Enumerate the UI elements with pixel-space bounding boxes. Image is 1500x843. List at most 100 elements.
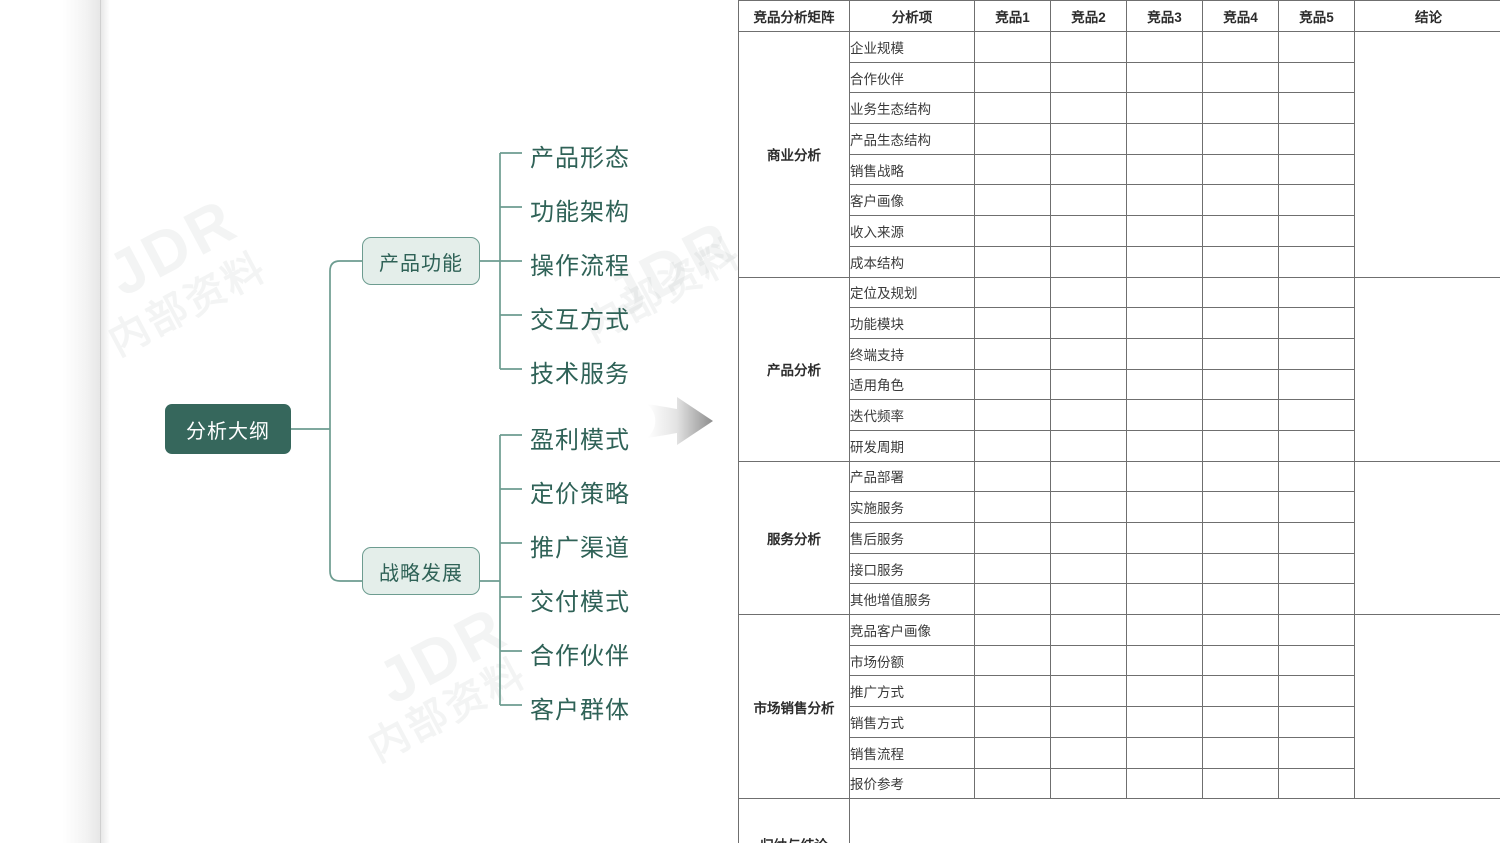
table-competitor-cell[interactable] [1202,429,1279,462]
mindmap-branch-strategy-development[interactable]: 战略发展 [362,547,480,595]
table-competitor-cell[interactable] [1126,460,1203,493]
table-competitor-cell[interactable] [1050,460,1127,493]
table-competitor-cell[interactable] [1278,31,1355,63]
table-competitor-cell[interactable] [1278,61,1355,94]
table-competitor-cell[interactable] [1202,307,1279,339]
table-competitor-cell[interactable] [1050,215,1127,247]
table-competitor-cell[interactable] [1278,153,1355,186]
table-competitor-cell[interactable] [1126,61,1203,94]
table-competitor-cell[interactable] [1126,614,1203,646]
table-competitor-cell[interactable] [1278,245,1355,278]
mindmap-leaf[interactable]: 合作伙伴 [530,643,630,670]
table-competitor-cell[interactable] [1278,583,1355,616]
table-competitor-cell[interactable] [974,644,1051,677]
table-competitor-cell[interactable] [1050,123,1127,155]
table-competitor-cell[interactable] [1202,552,1279,585]
table-competitor-cell[interactable] [974,215,1051,247]
mindmap-root-node[interactable]: 分析大纲 [165,404,291,454]
table-competitor-cell[interactable] [974,307,1051,339]
table-competitor-cell[interactable] [1050,31,1127,63]
table-competitor-cell[interactable] [1278,307,1355,339]
table-competitor-cell[interactable] [1278,644,1355,677]
table-competitor-cell[interactable] [1202,337,1279,370]
table-competitor-cell[interactable] [974,614,1051,646]
table-competitor-cell[interactable] [1202,583,1279,616]
table-competitor-cell[interactable] [1202,276,1279,309]
table-competitor-cell[interactable] [1202,153,1279,186]
table-competitor-cell[interactable] [1126,706,1203,738]
table-competitor-cell[interactable] [1202,706,1279,738]
table-competitor-cell[interactable] [1202,644,1279,677]
mindmap-leaf[interactable]: 技术服务 [530,361,630,388]
table-competitor-cell[interactable] [1278,215,1355,247]
table-competitor-cell[interactable] [1278,614,1355,646]
table-competitor-cell[interactable] [1202,736,1279,769]
table-competitor-cell[interactable] [1202,31,1279,63]
table-competitor-cell[interactable] [1050,614,1127,646]
table-competitor-cell[interactable] [1202,675,1279,708]
table-competitor-cell[interactable] [974,736,1051,769]
table-competitor-cell[interactable] [1050,552,1127,585]
table-competitor-cell[interactable] [1202,368,1279,401]
table-competitor-cell[interactable] [1126,583,1203,616]
table-competitor-cell[interactable] [1126,644,1203,677]
table-competitor-cell[interactable] [1050,153,1127,186]
table-competitor-cell[interactable] [1126,399,1203,431]
table-competitor-cell[interactable] [1278,706,1355,738]
table-competitor-cell[interactable] [1278,399,1355,431]
table-competitor-cell[interactable] [1278,552,1355,585]
table-competitor-cell[interactable] [974,31,1051,63]
table-competitor-cell[interactable] [974,583,1051,616]
table-competitor-cell[interactable] [1126,245,1203,278]
table-competitor-cell[interactable] [1126,675,1203,708]
table-competitor-cell[interactable] [1126,429,1203,462]
table-competitor-cell[interactable] [1126,522,1203,554]
mindmap-leaf[interactable]: 操作流程 [530,253,630,280]
table-competitor-cell[interactable] [974,522,1051,554]
table-competitor-cell[interactable] [1050,767,1127,800]
table-competitor-cell[interactable] [1278,522,1355,554]
table-competitor-cell[interactable] [1202,522,1279,554]
table-competitor-cell[interactable] [974,675,1051,708]
table-summary-cell[interactable] [849,798,1500,843]
table-competitor-cell[interactable] [1126,491,1203,523]
table-competitor-cell[interactable] [1050,337,1127,370]
table-competitor-cell[interactable] [974,61,1051,94]
table-competitor-cell[interactable] [974,460,1051,493]
table-competitor-cell[interactable] [1050,522,1127,554]
table-competitor-cell[interactable] [1202,614,1279,646]
table-competitor-cell[interactable] [1126,767,1203,800]
mindmap-leaf[interactable]: 交付模式 [530,589,630,616]
table-competitor-cell[interactable] [1126,123,1203,155]
table-competitor-cell[interactable] [1278,767,1355,800]
table-competitor-cell[interactable] [1202,215,1279,247]
table-competitor-cell[interactable] [1278,92,1355,125]
table-competitor-cell[interactable] [974,123,1051,155]
table-conclusion-cell[interactable] [1354,276,1500,462]
table-competitor-cell[interactable] [974,706,1051,738]
mindmap-leaf[interactable]: 盈利模式 [530,427,630,454]
table-competitor-cell[interactable] [1126,368,1203,401]
table-competitor-cell[interactable] [974,552,1051,585]
table-competitor-cell[interactable] [1278,184,1355,217]
table-competitor-cell[interactable] [1202,61,1279,94]
table-competitor-cell[interactable] [1278,460,1355,493]
table-competitor-cell[interactable] [1050,276,1127,309]
table-competitor-cell[interactable] [1050,429,1127,462]
table-competitor-cell[interactable] [974,92,1051,125]
table-conclusion-cell[interactable] [1354,460,1500,616]
table-competitor-cell[interactable] [974,767,1051,800]
table-competitor-cell[interactable] [974,184,1051,217]
table-competitor-cell[interactable] [1202,123,1279,155]
table-competitor-cell[interactable] [1202,92,1279,125]
table-competitor-cell[interactable] [1278,276,1355,309]
table-competitor-cell[interactable] [1278,675,1355,708]
table-conclusion-cell[interactable] [1354,31,1500,278]
table-competitor-cell[interactable] [1050,583,1127,616]
table-competitor-cell[interactable] [1126,307,1203,339]
table-competitor-cell[interactable] [1126,736,1203,769]
table-competitor-cell[interactable] [974,245,1051,278]
table-competitor-cell[interactable] [974,491,1051,523]
table-competitor-cell[interactable] [1126,92,1203,125]
mindmap-branch-product-function[interactable]: 产品功能 [362,237,480,285]
